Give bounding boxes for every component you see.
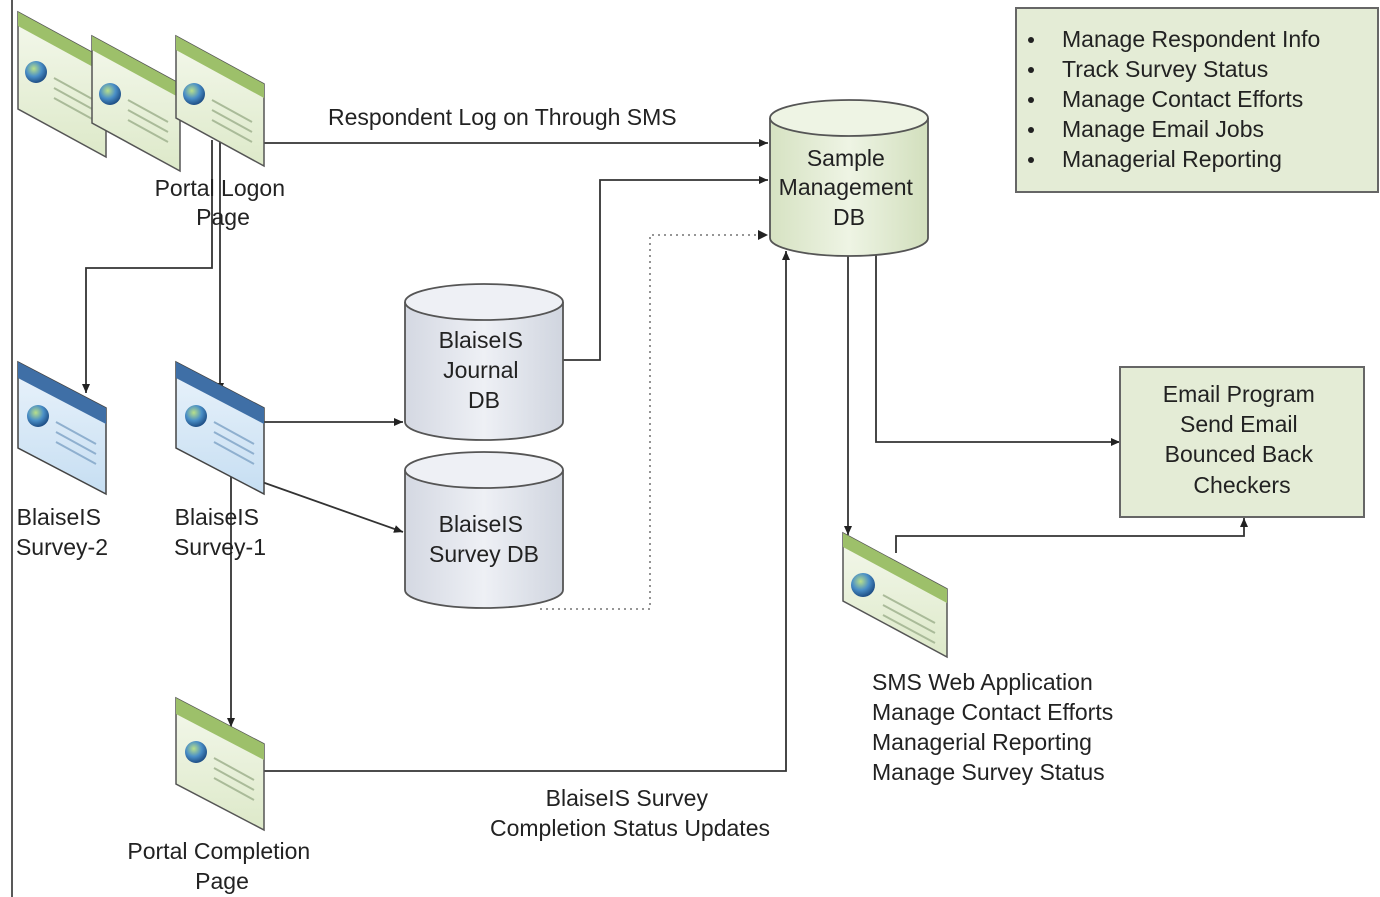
feature-item: Managerial Reporting bbox=[1062, 146, 1282, 172]
survey-db-label: BlaiseIS Survey DB bbox=[429, 511, 539, 567]
portal-completion-page-icon bbox=[175, 696, 265, 832]
survey2-page-icon bbox=[17, 360, 107, 496]
bullet-icon bbox=[1028, 157, 1034, 163]
bullet-icon bbox=[1028, 127, 1034, 133]
edge-smdb-email bbox=[872, 243, 1120, 446]
edge-surveydb-to-smdb bbox=[540, 234, 758, 610]
feature-item: Manage Respondent Info bbox=[1062, 26, 1320, 52]
portal-completion-label: Portal Completion Page bbox=[127, 838, 316, 894]
sample-management-db-cylinder bbox=[769, 99, 929, 257]
journal-db-label: BlaiseIS Journal DB bbox=[439, 327, 530, 413]
sms-web-app-label: SMS Web Application Manage Contact Effor… bbox=[872, 669, 1120, 785]
feature-item: Manage Email Jobs bbox=[1062, 116, 1264, 142]
bullet-icon bbox=[1028, 37, 1034, 43]
bullet-icon bbox=[1028, 97, 1034, 103]
edge-label-respondent-logon: Respondent Log on Through SMS bbox=[328, 104, 677, 130]
journal-db-cylinder bbox=[404, 283, 564, 441]
feature-item: Track Survey Status bbox=[1062, 56, 1268, 82]
edge-survey1-to-surveydb bbox=[261, 481, 404, 533]
edge-journal-to-smdb bbox=[563, 176, 768, 361]
feature-item: Manage Contact Efforts bbox=[1062, 86, 1303, 112]
globe-icon bbox=[185, 741, 207, 763]
email-program-label: Email Program Send Email Bounced Back Ch… bbox=[1163, 381, 1322, 498]
globe-icon bbox=[183, 83, 205, 105]
bullet-icon bbox=[1028, 67, 1034, 73]
globe-icon bbox=[185, 405, 207, 427]
email-program-box bbox=[1119, 366, 1365, 518]
edge-completion-to-smdb bbox=[264, 251, 790, 772]
edge-smsapp-to-email bbox=[895, 518, 1248, 553]
survey1-page-icon bbox=[175, 360, 265, 496]
edges bbox=[82, 139, 1248, 772]
globe-icon bbox=[27, 405, 49, 427]
globe-icon bbox=[25, 61, 47, 83]
portal-logon-label: Portal Logon Page bbox=[155, 175, 292, 230]
features-box bbox=[1015, 7, 1379, 193]
portal-logon-page-icon bbox=[17, 10, 265, 173]
sample-management-db-label: Sample Management DB bbox=[779, 145, 920, 230]
globe-icon bbox=[851, 573, 875, 597]
survey2-label: BlaiseIS Survey-2 bbox=[16, 504, 108, 560]
globe-icon bbox=[99, 83, 121, 105]
edge-label-completion-updates: BlaiseIS Survey Completion Status Update… bbox=[490, 785, 770, 841]
sms-web-app-page-icon bbox=[842, 531, 948, 659]
features-list: Manage Respondent Info Track Survey Stat… bbox=[1028, 26, 1320, 172]
edge-logon-to-survey2 bbox=[82, 140, 213, 393]
survey1-label: BlaiseIS Survey-1 bbox=[174, 504, 266, 560]
survey-db-cylinder bbox=[404, 451, 564, 609]
